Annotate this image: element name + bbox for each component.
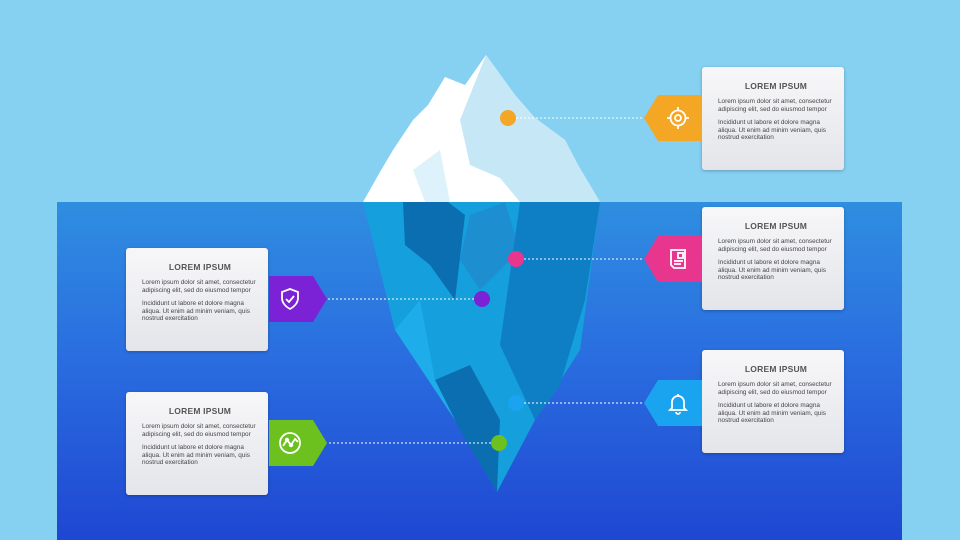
- chart-circle-icon: [278, 431, 302, 455]
- marker-dot-cyan: [508, 395, 524, 411]
- card-title: LOREM IPSUM: [168, 406, 232, 416]
- card-text-2: Incididunt ut labore et dolore magna ali…: [718, 119, 826, 142]
- card-text-1: Lorem ipsum dolor sit amet, consectetur …: [142, 423, 256, 438]
- info-card-4: LOREM IPSUM Lorem ipsum dolor sit amet, …: [126, 248, 268, 351]
- card-title: LOREM IPSUM: [168, 262, 232, 272]
- card-text-2: Incididunt ut labore et dolore magna ali…: [718, 259, 826, 282]
- card-title: LOREM IPSUM: [744, 81, 808, 91]
- label-tab-magenta: [644, 236, 702, 282]
- card-text-1: Lorem ipsum dolor sit amet, consectetur …: [718, 381, 832, 396]
- marker-dot-magenta: [508, 251, 524, 267]
- info-card-5: LOREM IPSUM Lorem ipsum dolor sit amet, …: [126, 392, 268, 495]
- label-tab-green: [269, 420, 327, 466]
- connector-lines: [328, 117, 643, 444]
- info-card-2: LOREM IPSUM Lorem ipsum dolor sit amet, …: [702, 207, 844, 310]
- card-text-1: Lorem ipsum dolor sit amet, consectetur …: [718, 98, 832, 113]
- card-title: LOREM IPSUM: [744, 364, 808, 374]
- card-text-2: Incididunt ut labore et dolore magna ali…: [718, 402, 826, 425]
- iceberg-underwater: [363, 202, 600, 492]
- target-icon: [666, 106, 690, 130]
- marker-dot-purple: [474, 291, 490, 307]
- shield-check-icon: [278, 287, 302, 311]
- card-title: LOREM IPSUM: [744, 221, 808, 231]
- info-card-1: LOREM IPSUM Lorem ipsum dolor sit amet, …: [702, 67, 844, 170]
- label-tab-cyan: [644, 380, 702, 426]
- card-text-2: Incididunt ut labore et dolore magna ali…: [142, 444, 250, 467]
- info-card-3: LOREM IPSUM Lorem ipsum dolor sit amet, …: [702, 350, 844, 453]
- label-tab-orange: [644, 95, 702, 141]
- iceberg-tip: [363, 55, 600, 202]
- marker-dot-orange: [500, 110, 516, 126]
- card-text-1: Lorem ipsum dolor sit amet, consectetur …: [142, 279, 256, 294]
- document-icon: [666, 247, 690, 271]
- card-text-1: Lorem ipsum dolor sit amet, consectetur …: [718, 238, 832, 253]
- marker-dot-green: [491, 435, 507, 451]
- card-text-2: Incididunt ut labore et dolore magna ali…: [142, 300, 250, 323]
- label-tab-purple: [269, 276, 327, 322]
- bell-icon: [666, 391, 690, 415]
